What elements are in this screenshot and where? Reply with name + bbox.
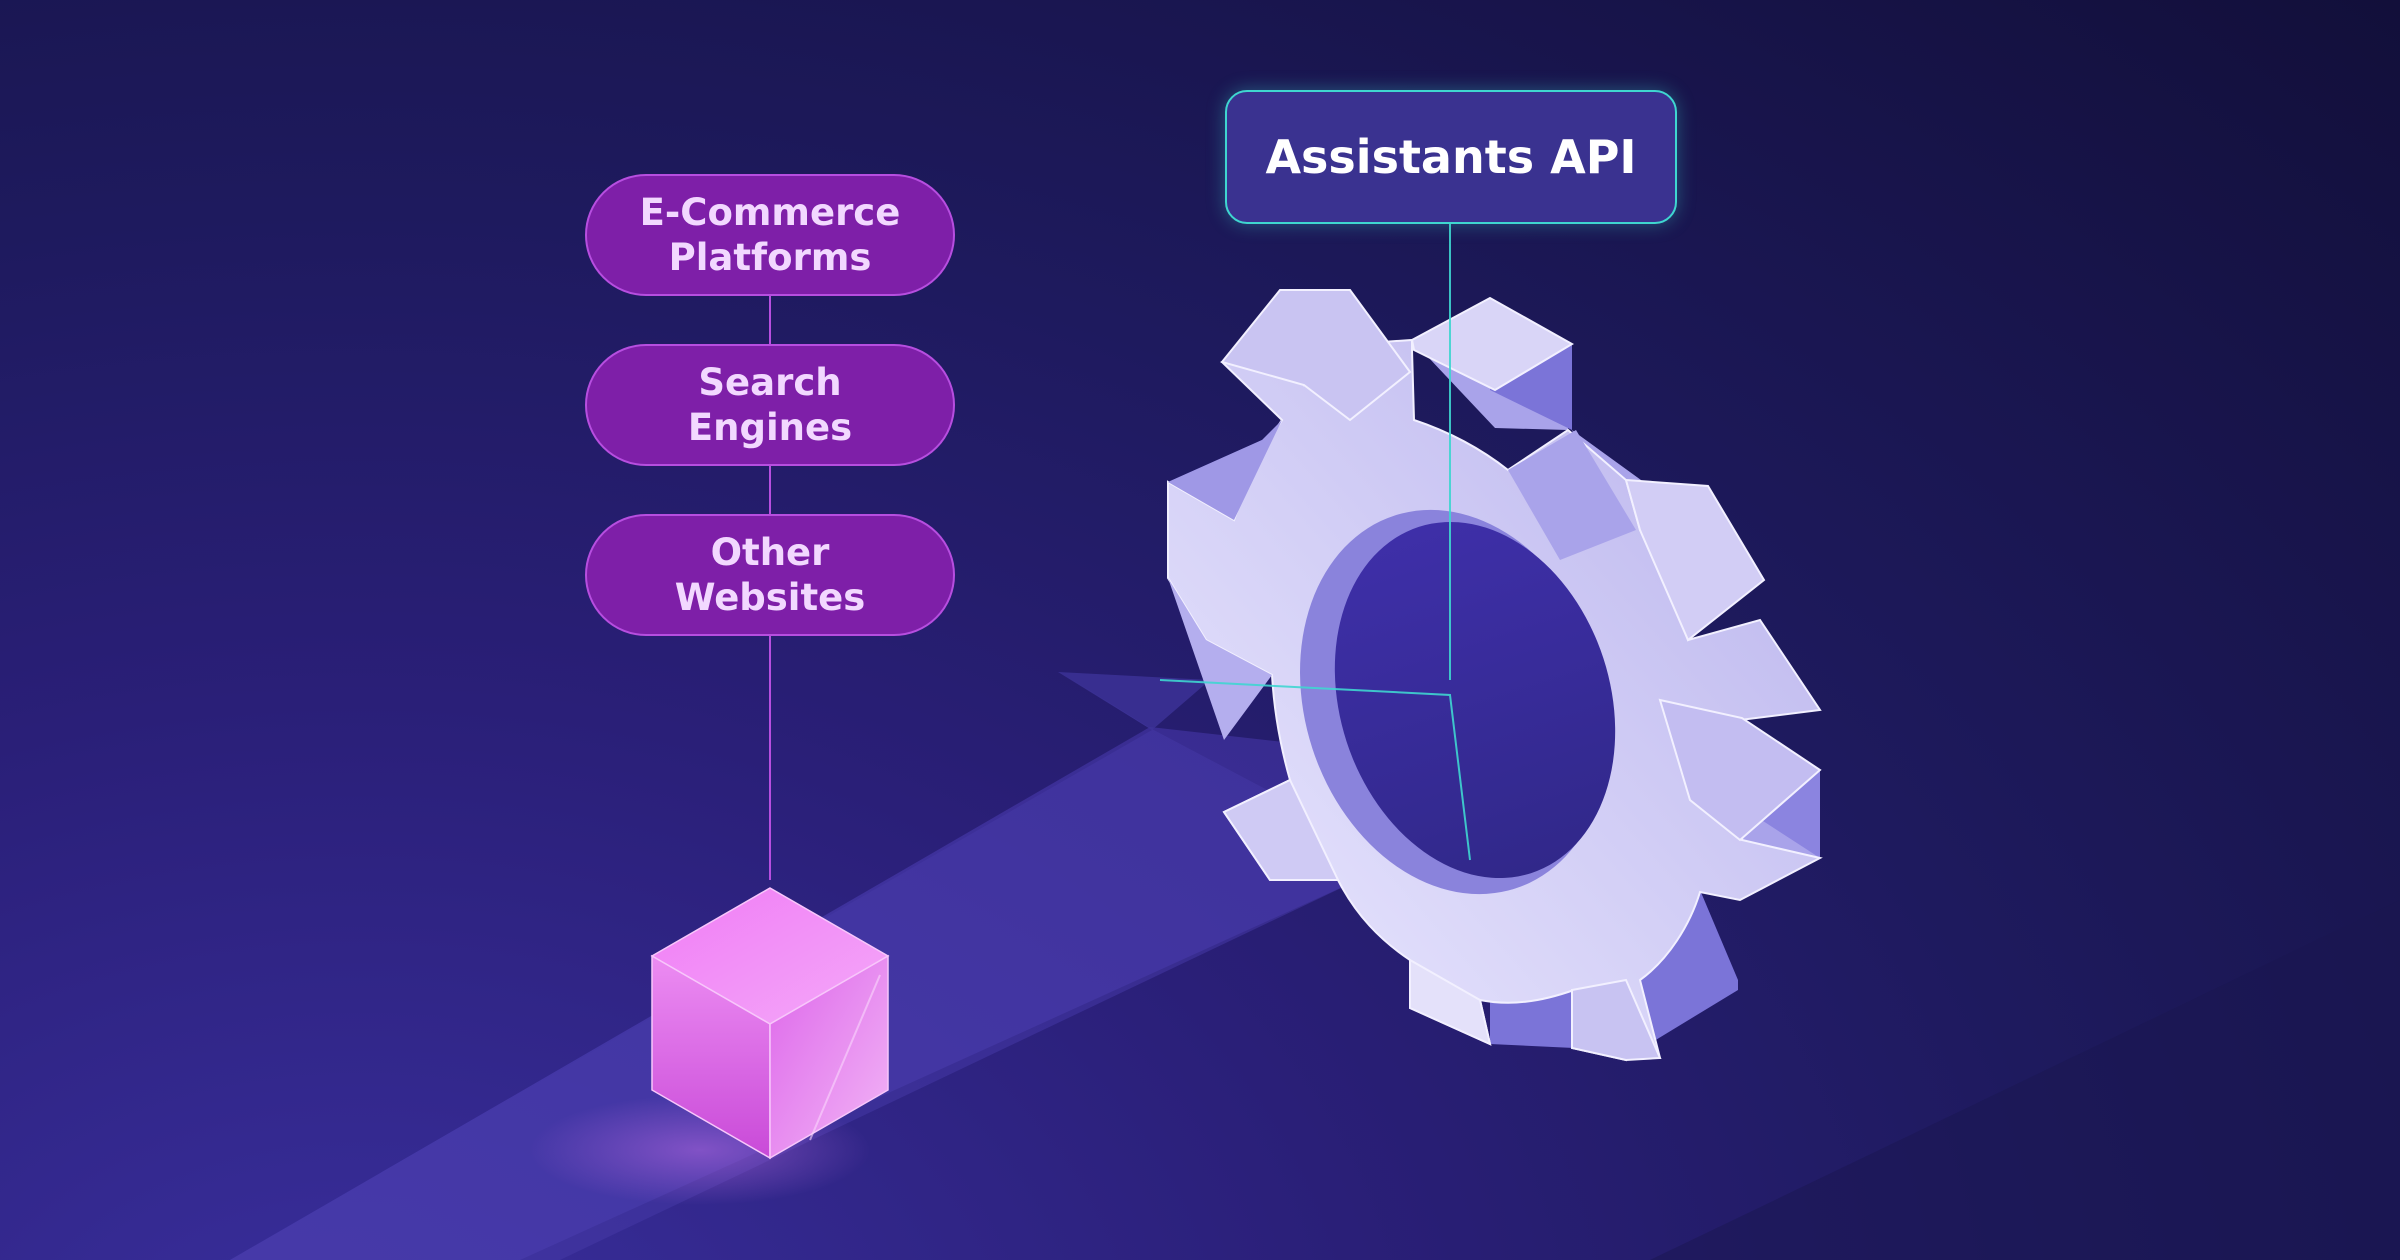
assistants-api-label: Assistants API <box>1225 90 1677 224</box>
background-band <box>1650 900 2400 1260</box>
gear-icon <box>1167 289 1823 1062</box>
source-search-engines: Search Engines <box>585 344 955 466</box>
source-other-websites: Other Websites <box>585 514 955 636</box>
source-ecommerce-platforms: E-Commerce Platforms <box>585 174 955 296</box>
api-connector <box>1159 224 1471 861</box>
data-cube-icon <box>530 887 890 1205</box>
